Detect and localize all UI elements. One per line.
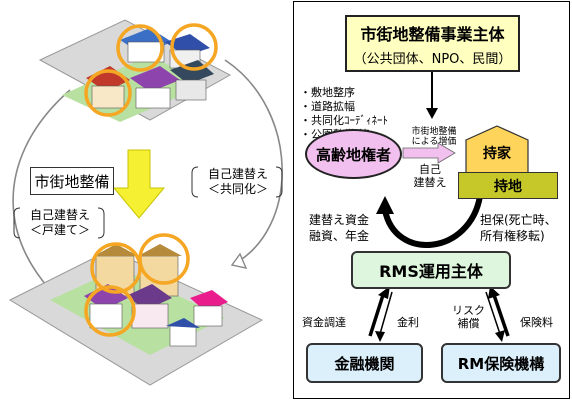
arrow-risk-compensation-head [488, 286, 500, 299]
value-increase-line1: 市街地整備 [411, 127, 457, 137]
value-increase-label: 市街地整備 による増価 [405, 127, 463, 147]
value-increase-arrow [402, 142, 456, 164]
rms-operator-box: RMS運用主体 [351, 251, 511, 289]
rebuild-detached-label: 自己建替え ＜戸建て＞ [20, 208, 100, 238]
land-label: 持地 [494, 178, 522, 195]
rebuild-funds-line1: 建替え資金 [309, 213, 370, 227]
process-label: 市街地整備 [34, 172, 110, 191]
fund-raising-label: 資金調達 [302, 316, 346, 329]
house-shape [465, 125, 529, 174]
arrow-risk-compensation [492, 294, 510, 337]
rebuild-detached-line2: ＜戸建て＞ [29, 223, 90, 237]
curve-arrow-right-head [230, 252, 248, 269]
land-box: 持地 [458, 172, 558, 199]
urban-development-agency-box: 市街地整備事業主体 （公共団体、NPO、民間） [345, 15, 520, 72]
development-item: ・共同化ｺｰﾃﾞｨﾈｰﾄ [300, 114, 388, 127]
risk-line1: リスク [452, 304, 485, 317]
rebuild-funds-label: 建替え資金 融資、年金 [309, 212, 369, 244]
highlight-circle [116, 24, 164, 72]
arrow-interest-head [375, 331, 385, 342]
highlight-circle [170, 23, 218, 71]
curve-arrow-right [224, 59, 283, 266]
highlight-circle [84, 285, 136, 337]
rebuild-joint-label: 自己建替え ＜共同化＞ [198, 167, 278, 197]
house-label: 持家 [483, 146, 511, 162]
interest-label: 金利 [397, 316, 419, 329]
arrow-premium-head [495, 330, 505, 342]
value-increase-line2: による増価 [411, 137, 457, 147]
highlight-circle [138, 233, 190, 285]
bracket-detached [13, 207, 105, 239]
rms-operator-label: RMS運用主体 [379, 262, 483, 281]
self-rebuild-line2: 建替え [413, 176, 447, 189]
elderly-owner-label: 高齢地権者 [315, 145, 391, 164]
arrow-premium [485, 291, 501, 335]
right-panel-frame [293, 1, 570, 399]
collateral-label: 担保(死亡時、 所有権移転) [480, 212, 557, 244]
risk-compensation-label: リスク 補償 [452, 304, 485, 330]
rebuild-joint-line1: 自己建替え [207, 167, 268, 181]
arrow-fund-raising-head [378, 286, 390, 299]
process-label-box: 市街地整備 [30, 167, 114, 195]
development-item: ・敷地整序 [300, 86, 355, 99]
self-rebuild-label: 自己 建替え [410, 163, 450, 189]
highlight-circle [84, 69, 132, 117]
curve-arrow-rms-to-owner [382, 195, 483, 248]
rebuild-detached-line1: 自己建替え [29, 208, 90, 222]
risk-line2: 補償 [457, 317, 480, 330]
financial-institution-label: 金融機関 [334, 354, 395, 373]
arrow-interest [379, 291, 393, 335]
elderly-owner-ellipse: 高齢地権者 [305, 129, 402, 179]
rebuild-joint-line2: ＜共同化＞ [207, 182, 268, 196]
down-arrow-yellow [112, 149, 166, 219]
arrow-fund-raising [368, 294, 385, 337]
rebuild-funds-line2: 融資、年金 [309, 229, 370, 243]
development-item: ・道路拡幅 [300, 100, 355, 113]
urban-development-agency-sub: （公共団体、NPO、民間） [353, 51, 512, 67]
left-illustration-canvas [8, 19, 283, 386]
rm-insurer-box: RM保険機構 [441, 343, 561, 383]
bracket-joint [191, 166, 283, 198]
collateral-line2: 所有権移転) [480, 229, 545, 243]
rm-insurer-label: RM保険機構 [457, 354, 545, 373]
financial-institution-box: 金融機関 [306, 343, 423, 383]
urban-development-agency-title: 市街地整備事業主体 [360, 24, 505, 44]
curve-arrow-rms-to-owner-head [376, 196, 394, 214]
premium-label: 保険料 [520, 316, 553, 329]
self-rebuild-line1: 自己 [419, 163, 441, 176]
arrow-top-down-head [426, 108, 438, 119]
collateral-line1: 担保(死亡時、 [480, 213, 557, 227]
